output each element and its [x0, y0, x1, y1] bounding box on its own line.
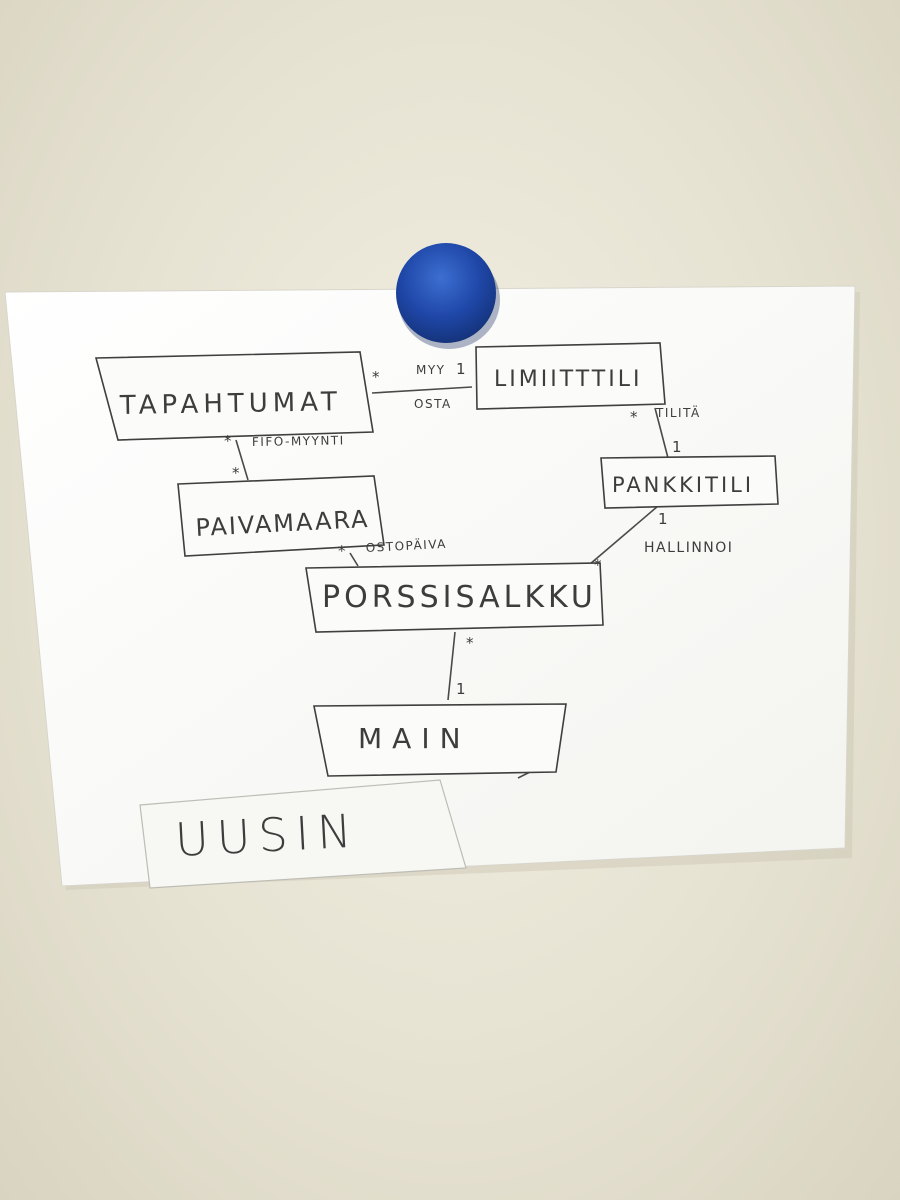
- box-pankkitili: [600, 455, 779, 509]
- box-porssisalkku: [305, 562, 604, 633]
- magnet: [396, 243, 496, 343]
- line-pankkitili-porssisalkku: [582, 505, 659, 571]
- line-paivamaara-porssisalkku: [349, 552, 359, 567]
- mult-pankkitili-porssisalkku-many: *: [594, 556, 602, 574]
- mult-paivamaara-porssisalkku: *: [338, 542, 346, 560]
- line-porssisalkku-main: [447, 631, 456, 701]
- mult-porssisalkku-main-one: 1: [456, 680, 466, 698]
- sticky-note: [139, 779, 467, 889]
- line-tapahtumat-limiittili: [371, 386, 473, 394]
- mult-limiittili-pankkitili-many: *: [630, 408, 638, 426]
- main-label: MAIN: [358, 722, 471, 755]
- mult-tapahtumat-limiittili-many: *: [372, 368, 380, 386]
- box-paivamaara: [177, 475, 385, 557]
- box-tapahtumat: [94, 351, 374, 441]
- pankkitili-label: PANKKITILI: [612, 473, 754, 497]
- fifo-myynti-label: FIFO-MYYNTI: [252, 433, 345, 449]
- porssisalkku-label: PORSSISALKKU: [322, 580, 597, 615]
- osta-label: OSTA: [414, 397, 452, 411]
- mult-limiittili-pankkitili-one: 1: [672, 438, 682, 456]
- myy-label: MYY: [416, 363, 446, 377]
- mult-pankkitili-porssisalkku-one: 1: [658, 510, 668, 528]
- ostopaiva-label: OSTOPÄIVA: [365, 536, 447, 555]
- tilita-label: TILITÄ: [655, 405, 701, 420]
- mult-tapahtumat-paivamaara-bottom: *: [232, 464, 240, 482]
- mult-porssisalkku-main-many: *: [466, 634, 474, 652]
- hallinnoi-label: HALLINNOI: [644, 540, 733, 556]
- line-limiittili-pankkitili: [654, 407, 669, 459]
- limiittili-label: LIMIITTTILI: [494, 367, 642, 392]
- note-text: UUSIN: [174, 803, 361, 867]
- mult-tapahtumat-paivamaara-top: *: [224, 432, 232, 450]
- box-limiittili: [475, 342, 666, 410]
- box-main: [313, 703, 567, 777]
- line-tapahtumat-paivamaara: [235, 439, 249, 481]
- tapahtumat-label: TAPAHTUMAT: [119, 387, 342, 421]
- mult-tapahtumat-limiittili-one: 1: [456, 360, 466, 378]
